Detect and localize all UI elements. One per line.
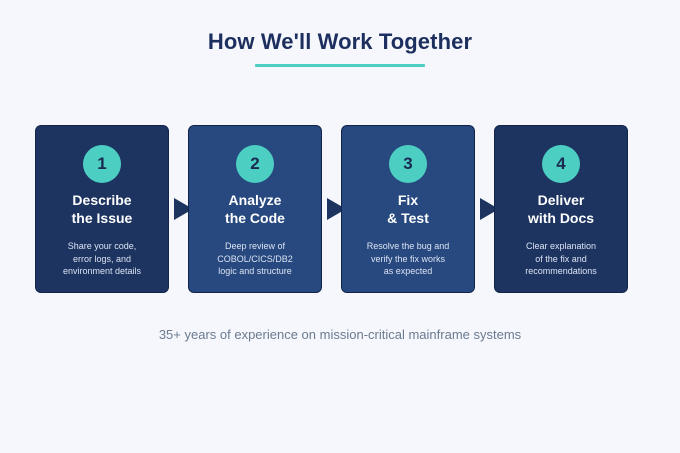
step-description-line: logic and structure xyxy=(218,266,292,276)
step-description-line: verify the fix works xyxy=(370,253,446,264)
step-heading-line: Describe xyxy=(72,192,132,208)
step-description-line: Deep review of xyxy=(224,241,286,251)
footer-tagline: 35+ years of experience on mission-criti… xyxy=(158,327,522,342)
step-number-badge: 4 xyxy=(542,145,580,183)
step-description-line: error logs, and xyxy=(72,253,132,264)
step-heading-line: with Docs xyxy=(527,210,595,226)
step-description: Clear explanation of the fix and recomme… xyxy=(495,240,627,278)
step-description-line: COBOL/CICS/DB2 xyxy=(217,253,293,264)
step-heading-line: Analyze xyxy=(228,192,282,208)
step-heading-line: Deliver xyxy=(537,192,585,208)
step-heading: Describe the Issue xyxy=(36,191,168,227)
step-heading-line: & Test xyxy=(387,210,429,226)
step-number-badge: 1 xyxy=(83,145,121,183)
step-description-line: Clear explanation xyxy=(525,241,597,251)
step-heading: Deliver with Docs xyxy=(495,191,627,227)
step-description-line: of the fix and xyxy=(535,253,587,264)
step-description-line: environment details xyxy=(62,266,142,276)
step-description-line: as expected xyxy=(383,266,433,276)
step-card-analyze: 2 Analyze the Code Deep review of COBOL/… xyxy=(188,125,322,293)
step-heading: Fix & Test xyxy=(342,191,474,227)
title-underline xyxy=(255,64,425,67)
step-heading-line: the Issue xyxy=(71,210,133,226)
step-description-line: Resolve the bug and xyxy=(366,241,450,251)
step-card-deliver: 4 Deliver with Docs Clear explanation of… xyxy=(494,125,628,293)
step-number-badge: 3 xyxy=(389,145,427,183)
step-heading: Analyze the Code xyxy=(189,191,321,227)
step-card-describe: 1 Describe the Issue Share your code, er… xyxy=(35,125,169,293)
step-description: Share your code, error logs, and environ… xyxy=(36,240,168,278)
step-heading-line: Fix xyxy=(397,192,419,208)
step-number-badge: 2 xyxy=(236,145,274,183)
step-description-line: Share your code, xyxy=(67,241,137,251)
step-heading-line: the Code xyxy=(225,210,285,226)
step-description: Resolve the bug and verify the fix works… xyxy=(342,240,474,278)
step-description-line: recommendations xyxy=(525,266,597,276)
step-description: Deep review of COBOL/CICS/DB2 logic and … xyxy=(189,240,321,278)
page-title: How We'll Work Together xyxy=(207,29,473,54)
step-card-fix: 3 Fix & Test Resolve the bug and verify … xyxy=(341,125,475,293)
